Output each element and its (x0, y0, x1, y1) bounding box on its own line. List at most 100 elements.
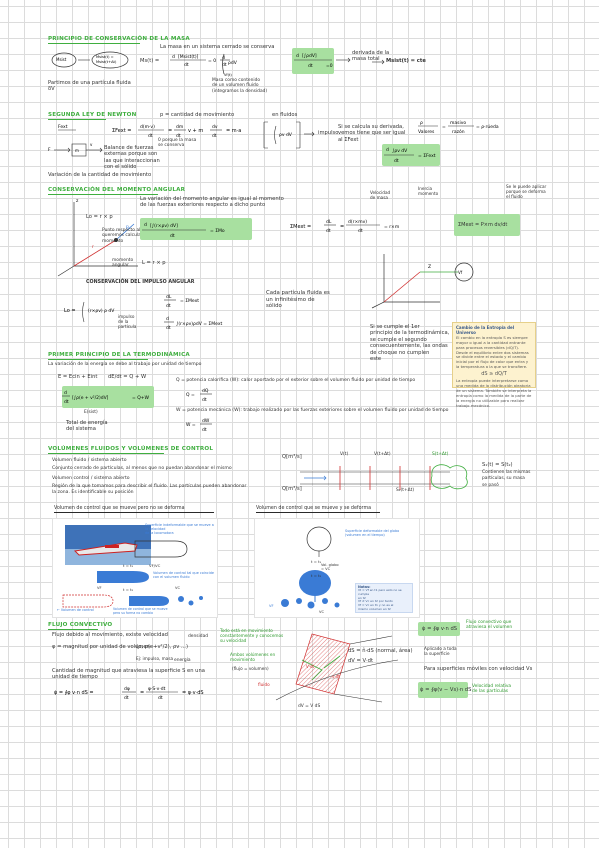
section-underline (48, 119, 106, 120)
panel-right-notes-title: Notas: (358, 585, 371, 589)
svg-text:∫(r×ρv)ρdV = ΣMext: ∫(r×ρv)ρdV = ΣMext (176, 321, 222, 327)
svg-text:V·dt: V·dt (306, 664, 315, 669)
svg-text:= ΣMext: = ΣMext (180, 298, 199, 304)
newton-forces-note: Balance de fuerzas externas porque son l… (104, 145, 160, 171)
svg-text:d: d (222, 55, 225, 61)
panel-left-vf: VF (97, 586, 102, 590)
svg-text:dW: dW (202, 418, 210, 424)
svg-text:Vf: Vf (458, 270, 463, 275)
thermo-Q-eq: Q = dQ dt (186, 388, 212, 403)
svg-text:dt: dt (170, 233, 175, 239)
balloon-blue (299, 570, 331, 602)
svg-text:Msist(t) =: Msist(t) = (96, 55, 114, 59)
section-underline (48, 43, 140, 44)
svg-text:dt: dt (326, 228, 331, 234)
svg-text:Lo =: Lo = (64, 308, 76, 314)
conv-mid-note: Todo está en movimiento constantemente y… (220, 628, 284, 643)
svg-text:d: d (172, 54, 175, 60)
section-title-angular: CONSERVACIÓN DEL MOMENTO ANGULAR (48, 187, 186, 193)
angular-def-g: L = r × p (142, 260, 166, 266)
svg-text:dL: dL (326, 219, 332, 225)
conv-right1: Flujo convectivo que atraviesa el volume… (466, 620, 513, 631)
svg-text:ρ: ρ (420, 121, 423, 126)
panel-right-t1: t = t₁ (311, 559, 322, 564)
conv-fluido: fluido (258, 682, 270, 687)
volumes-blob (430, 464, 468, 490)
svg-text:= ΣFext: = ΣFext (418, 153, 436, 159)
mass-result: Msist(t) = cte (386, 58, 426, 64)
mass-statement: La masa en un sistema cerrado se conserv… (160, 44, 275, 50)
mass-ellipses: Msist Msist(t) = Msist(t+Δt) (51, 51, 129, 69)
svg-text:d: d (166, 316, 169, 322)
conv-mid-note3: (flujo = volumen) (232, 666, 269, 671)
newton-momentum: p = cantidad de movimiento (160, 112, 235, 118)
conv-highlight-2: φ̇ = ∮φ(v − Vs)·n dS (420, 687, 472, 693)
svg-text:[∫(r×ρv) dV]: [∫(r×ρv) dV] (150, 223, 178, 229)
angular-axes-diagram: z r p (57, 199, 138, 277)
svg-text:d: d (144, 222, 147, 228)
conv-energy: energía (174, 658, 191, 663)
entropy-note-body: El cambio en la entropía S es siempre ma… (456, 334, 529, 370)
section-underline (48, 453, 164, 454)
svg-text:= ΣMo: = ΣMo (210, 228, 225, 234)
thermo-work-note: Total de energía del sistema (66, 420, 108, 433)
volumes-time-a: V(t) (340, 452, 349, 457)
svg-text:F: F (48, 147, 51, 153)
newton-applied-note: Si se calcula su derivada, vemos tiene q… (338, 124, 406, 143)
thermo-Q-desc: Q = potencia calorífica (W): calor aport… (176, 378, 416, 383)
angular-conservation: CONSERVACIÓN DEL IMPULSO ANGULAR (86, 280, 195, 285)
conv-dVs: dS = n̂·dS (normal, área) (348, 648, 413, 654)
angular-equation-right: ΣMext = dL dt = d(r×mv) dt = r×m (290, 219, 399, 234)
svg-text:=: = (340, 224, 344, 230)
svg-text:= m·a: = m·a (226, 128, 241, 134)
angular-def: Lo = r × p (86, 214, 113, 220)
svg-text:= ρ·rúeda: = ρ·rúeda (476, 123, 499, 130)
svg-text:dt: dt (394, 158, 399, 164)
angular-result: ΣMext = P×m dv/dt (458, 222, 508, 228)
conv-highlight-1: φ̇ = ∮φ v·n dS (422, 626, 458, 632)
thermo-W-eq: W = dW dt (186, 418, 212, 433)
svg-text:d: d (386, 147, 389, 153)
thermo-highlight-box (62, 386, 154, 408)
train-outline (134, 540, 188, 558)
entropy-note-title: Cambio de la Entropía del Universo (456, 325, 515, 335)
newton-variation: Variación de la cantidad de movimiento (48, 172, 152, 178)
volumes-vc-desc: Región de la que tomamos para describir … (52, 484, 247, 496)
conv-phi: (ρ, ρ(e+v²/2), ρv ...) (136, 644, 188, 650)
svg-text:ΣMext =: ΣMext = (290, 224, 311, 230)
panel-right-notes: Notas: Vt = Vf en t1 pero esto no se cum… (355, 583, 413, 613)
conv-flux-equation: φ̇ = ∮φ v·n dS = dφ dt = φ·S·v·dt dt = φ… (54, 686, 204, 701)
newton-highlight-formula: d ∫ρv dV dt = ΣFext (384, 147, 436, 164)
svg-text:[∫ρ(e + v²/2)dV]: [∫ρ(e + v²/2)dV] (72, 395, 109, 401)
svg-text:Msist(t+Δt): Msist(t+Δt) (96, 60, 117, 64)
section-underline (48, 629, 98, 630)
section-underline (48, 359, 148, 360)
svg-text:dm: dm (176, 124, 183, 130)
train-scatter (62, 594, 203, 608)
volumes-particles-note: Contienen las mismas partículas, su masa… (482, 470, 531, 488)
angular-dL: dL dt = ΣMext (164, 294, 199, 309)
volumes-flow2: Q[m³/s] (282, 486, 302, 492)
svg-text:masivo: masivo (450, 120, 466, 126)
thermo-desc: La variación de la energía se debe al tr… (48, 362, 202, 367)
svg-text:dt: dt (212, 133, 217, 139)
svg-text:d(m·v): d(m·v) (140, 124, 155, 130)
svg-text:d(r×mv): d(r×mv) (348, 219, 367, 225)
volumes-label-right: Volumen de control que se mueve y se def… (256, 506, 372, 511)
volumes-vf: Volumen fluido / sistema abierto (52, 458, 127, 463)
svg-text:Fext: Fext (58, 124, 68, 130)
angular-nota-vel: impulso de la partícula (118, 314, 137, 329)
mass-highlight-formula: d [∫ρdV] dt =0 (294, 53, 333, 69)
entropy-note-formula: dS ≥ dQ/T (481, 371, 507, 378)
angular-particle-note: Cada partícula fluida es un infinitésimo… (266, 290, 330, 310)
svg-text:Valores: Valores (418, 129, 435, 135)
svg-text:(r×ρv) ρ dV: (r×ρv) ρ dV (88, 308, 115, 314)
svg-text:dt: dt (158, 695, 163, 701)
panel-right-t2: t = t₂ (311, 573, 322, 578)
angular-right-diagram: Vf Z (371, 254, 474, 309)
svg-text:dt: dt (202, 397, 207, 403)
angular-highlight-box-2 (454, 214, 520, 236)
thermo-eq1: E = Ecin + Eint (58, 374, 98, 380)
angular-L-eq: Lo = (r×ρv) ρ dV (64, 301, 115, 323)
panel-left-t1: t = t₁ (123, 563, 134, 568)
